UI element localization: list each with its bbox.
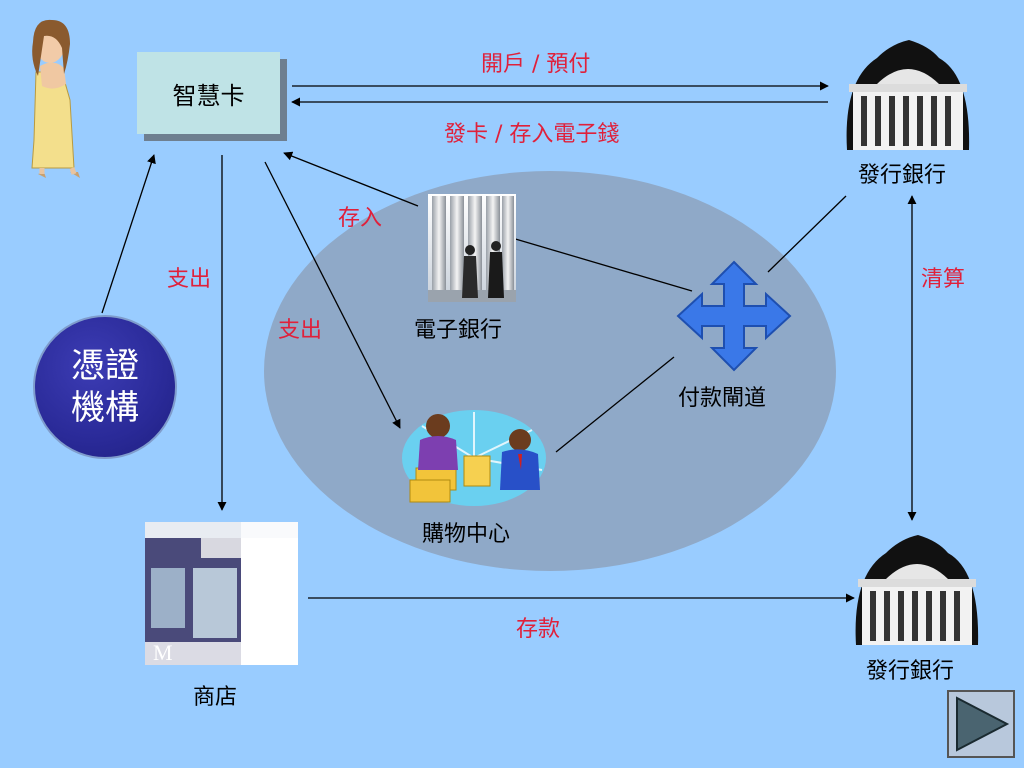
line-shop-gateway [555, 356, 675, 453]
smart-card-label: 智慧卡 [172, 81, 245, 110]
play-icon [956, 696, 1010, 752]
cert-authority-label-line1: 憑證 [71, 346, 139, 386]
pay-left-label: 支出 [167, 267, 212, 292]
deposit-label: 存款 [516, 617, 561, 642]
e-bank-label: 電子銀行 [414, 318, 503, 343]
shopping-center-label: 購物中心 [422, 522, 511, 547]
connectors [101, 81, 917, 603]
clearing-label: 清算 [921, 267, 966, 292]
issuing-bank-bottom-label: 發行銀行 [866, 659, 955, 684]
pay-middle-label: 支出 [278, 318, 323, 343]
issue-card-label: 發卡 / 存入電子錢 [444, 122, 620, 147]
store-label: 商店 [193, 685, 238, 710]
arrow-ca-to-card [101, 154, 156, 314]
business-people-icon [428, 194, 516, 302]
next-slide-button[interactable] [947, 690, 1015, 758]
line-ebank-gateway [511, 237, 693, 292]
bank-building-icon [855, 535, 979, 645]
issuing-bank-top-label: 發行銀行 [858, 163, 947, 188]
svg-text:M: M [153, 640, 173, 665]
arrow-card-to-shop [264, 161, 401, 429]
payment-gateway-label: 付款閘道 [678, 386, 767, 411]
four-way-arrow-icon [676, 260, 792, 372]
line-bank-gateway [767, 195, 847, 273]
cert-authority-label-line2: 機構 [71, 388, 139, 428]
cert-authority-node: 憑證 機構 [33, 315, 177, 459]
bank-building-icon [846, 40, 970, 150]
handshake-icon [402, 410, 546, 506]
open-account-label: 開戶 / 預付 [481, 52, 591, 77]
smart-card-node: 智慧卡 [137, 52, 280, 134]
arrow-ebank-to-card [283, 151, 419, 207]
storefront-icon: M [145, 522, 298, 665]
woman-figure-icon [31, 19, 80, 178]
deposit-in-label: 存入 [338, 206, 383, 231]
